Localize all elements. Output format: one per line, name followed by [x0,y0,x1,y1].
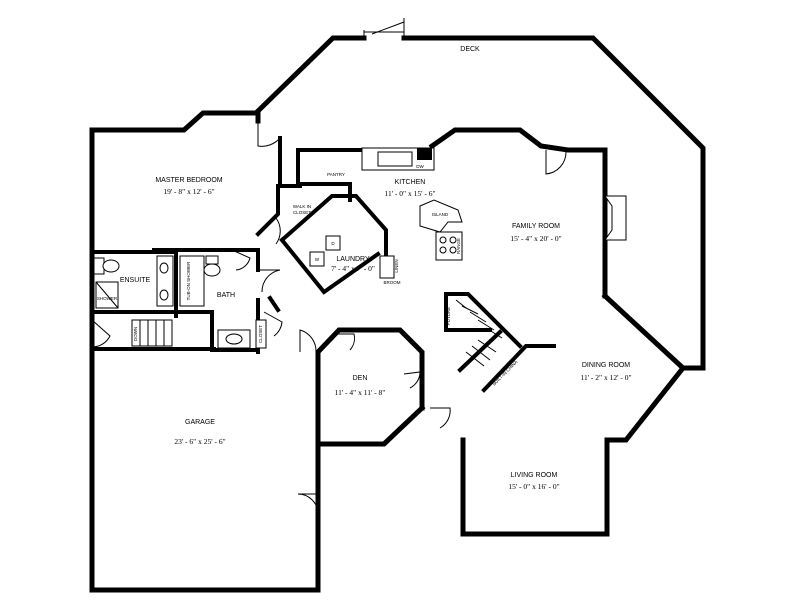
labels: DECK MASTER BEDROOM 19' - 8" x 12' - 6" … [97,46,632,491]
built-in-china-label: BUILT-IN CHINA [491,359,518,386]
dining-room-label: DINING ROOM [582,362,630,369]
bath-closet-label: CLOSET [258,325,263,343]
linen-label: LINEN [394,259,399,272]
stair-upper-label: FUTURE [446,307,451,325]
family-room-label: FAMILY ROOM [512,223,560,230]
family-room-size: 15' - 4" x 20' - 0" [510,234,561,243]
range-label: RANGE [456,238,461,254]
deck-outline [254,18,706,371]
garage-label: GARAGE [185,419,215,426]
tub-shower-label: TUB-ON SHOWER [186,261,191,300]
walk-in-closet-label-2: CLOSET [293,210,311,215]
interior-walls [90,136,556,393]
ensuite-label: ENSUITE [120,277,151,284]
broom-label: BROOM [383,280,400,285]
master-bedroom-label: MASTER BEDROOM [155,177,222,184]
washer-label: W [315,257,320,262]
dining-room-size: 11' - 2" x 12' - 0" [580,373,631,382]
fixtures [93,195,627,367]
dishwasher-label: DW [416,164,424,169]
deck-label: DECK [460,46,480,53]
doors [91,121,567,515]
den-label: DEN [353,375,368,382]
kitchen-size: 11' - 0" x 15' - 6" [384,189,435,198]
laundry-label: LAUNDRY [336,256,370,263]
laundry-size: 7' - 4" x 7' - 0" [331,264,375,273]
bath-label: BATH [217,292,235,299]
walk-in-closet-label-1: WALK IN [293,204,311,209]
master-bedroom-size: 19' - 8" x 12' - 6" [163,187,214,196]
dryer-label: D [331,241,335,246]
den-size: 11' - 4" x 11' - 8" [335,388,386,397]
pantry-label: PANTRY [327,172,345,177]
shower-label: SHOWER [97,296,118,301]
kitchen-label: KITCHEN [395,179,426,186]
exterior-walls [89,110,687,593]
living-room-size: 15' - 0" x 16' - 0" [508,482,559,491]
island-label: ISLAND [432,212,449,217]
living-room-label: LIVING ROOM [511,472,558,479]
garage-size: 23' - 6" x 25' - 6" [174,437,225,446]
stair-down-label: DOWN [133,327,138,341]
